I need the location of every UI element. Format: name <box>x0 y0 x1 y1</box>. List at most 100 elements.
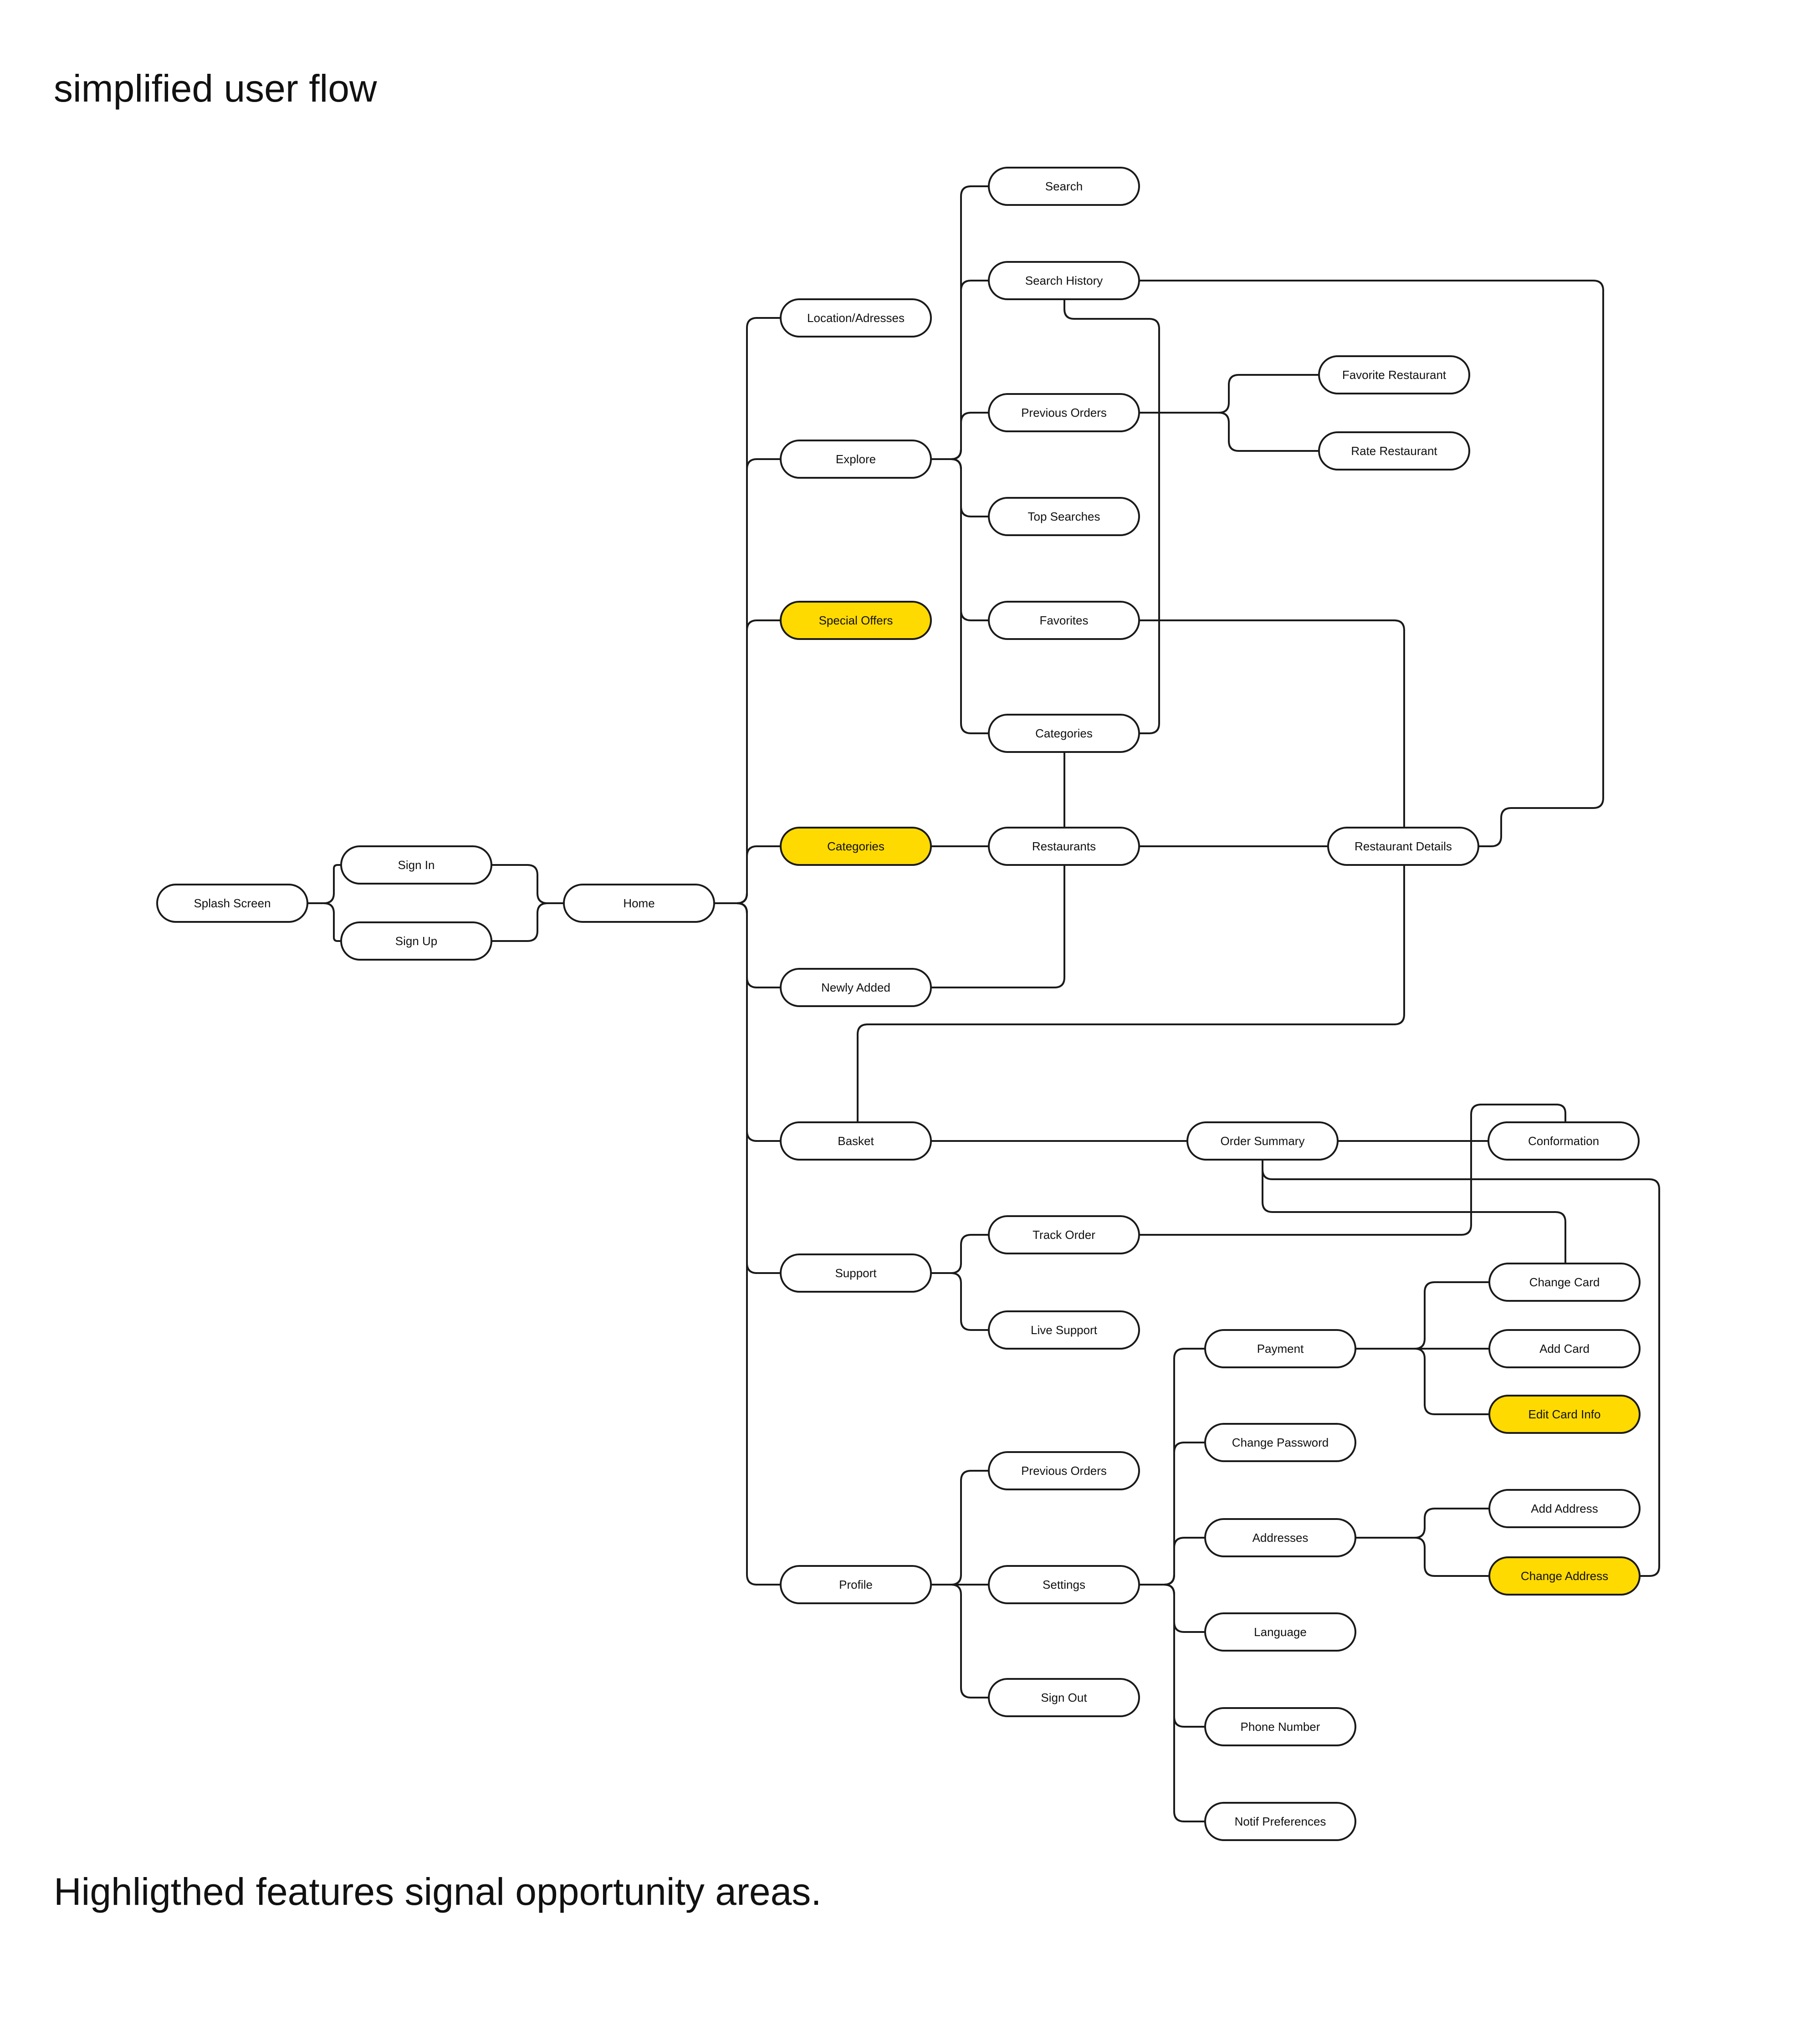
node-sign_out: Sign Out <box>988 1678 1140 1717</box>
node-label: Rate Restaurant <box>1351 444 1437 458</box>
node-pill <box>1204 1423 1356 1462</box>
node-label: Categories <box>827 839 884 853</box>
node-profile: Profile <box>780 1565 932 1604</box>
node-pill <box>1488 1263 1641 1302</box>
node-label: Support <box>835 1266 877 1280</box>
node-pill <box>340 921 492 961</box>
node-label: Restaurants <box>1032 839 1096 853</box>
node-label: Favorites <box>1040 614 1089 627</box>
edge-addresses-to-change_address <box>1355 1537 1490 1577</box>
node-pill <box>1488 1121 1640 1161</box>
edge-prev_orders_explore-to-fav_restaurant <box>1138 374 1320 414</box>
edge-splash-to-signup <box>307 902 342 942</box>
node-explore: Explore <box>780 440 932 479</box>
edge-settings-to-payment <box>1138 1348 1206 1586</box>
node-top_searches: Top Searches <box>988 497 1140 536</box>
node-label: Order Summary <box>1221 1134 1305 1148</box>
node-label: Basket <box>838 1134 874 1148</box>
node-label: Change Password <box>1232 1436 1329 1449</box>
node-pill <box>780 1121 932 1161</box>
node-label: Location/Adresses <box>807 311 905 325</box>
edge-explore-to-categories_explore <box>930 458 990 734</box>
node-payment: Payment <box>1204 1329 1356 1368</box>
node-label: Explore <box>836 452 876 466</box>
edge-settings-to-phone <box>1138 1584 1206 1728</box>
node-pill <box>988 1565 1140 1604</box>
node-pill <box>988 1215 1140 1254</box>
node-pill <box>1318 355 1470 394</box>
edge-prev_orders_explore-to-rate_restaurant <box>1138 412 1320 452</box>
node-fav_restaurant: Favorite Restaurant <box>1318 355 1470 394</box>
node-pill <box>563 884 715 923</box>
edge-newly-to-restaurants <box>930 864 1065 988</box>
edge-settings-to-change_password <box>1138 1442 1206 1586</box>
node-pill <box>340 845 492 885</box>
node-label: Profile <box>839 1578 873 1591</box>
node-label: Notif Preferences <box>1235 1815 1326 1828</box>
edge-profile-to-prev_orders_profile <box>930 1470 990 1586</box>
node-location: Location/Adresses <box>780 298 932 338</box>
node-label: Track Order <box>1033 1228 1095 1242</box>
node-rate_restaurant: Rate Restaurant <box>1318 431 1470 471</box>
edge-explore-to-search_history <box>930 280 990 460</box>
node-support: Support <box>780 1253 932 1293</box>
edge-order_summary-to-change_card <box>1262 1159 1566 1264</box>
edge-home-to-categories_home <box>713 845 782 904</box>
node-prev_orders_explore: Previous Orders <box>988 393 1140 432</box>
node-pill <box>988 393 1140 432</box>
node-label: Change Address <box>1521 1569 1608 1583</box>
node-pill <box>988 167 1140 206</box>
node-newly: Newly Added <box>780 968 932 1007</box>
node-label: Sign Up <box>395 934 438 948</box>
footnote: Highligthed features signal opportunity … <box>54 1870 822 1913</box>
node-pill <box>780 1253 932 1293</box>
node-label: Previous Orders <box>1021 406 1107 419</box>
node-splash: Splash Screen <box>156 884 308 923</box>
node-label: Phone Number <box>1241 1720 1320 1734</box>
edge-track_order-to-conformation <box>1138 1104 1566 1236</box>
node-settings: Settings <box>988 1565 1140 1604</box>
node-pill <box>988 1678 1140 1717</box>
node-categories_home: Categories <box>780 827 932 866</box>
node-edit_card: Edit Card Info <box>1488 1395 1641 1434</box>
node-label: Favorite Restaurant <box>1342 368 1447 382</box>
edge-splash-to-signin <box>307 864 342 904</box>
edge-home-to-profile <box>713 902 782 1586</box>
node-label: Sign Out <box>1041 1691 1087 1704</box>
node-home: Home <box>563 884 715 923</box>
edge-payment-to-change_card <box>1355 1281 1490 1350</box>
edge-settings-to-addresses <box>1138 1537 1206 1586</box>
node-pill <box>988 497 1140 536</box>
node-label: Change Card <box>1529 1275 1600 1289</box>
node-label: Live Support <box>1031 1323 1098 1337</box>
node-pill <box>1204 1329 1356 1368</box>
edge-search_history-to-categories_explore <box>1063 298 1160 734</box>
edge-explore-to-prev_orders_explore <box>930 412 990 460</box>
node-pill <box>780 1565 932 1604</box>
node-pill <box>780 298 932 338</box>
node-restaurants: Restaurants <box>988 827 1140 866</box>
node-label: Payment <box>1257 1342 1304 1356</box>
node-pill <box>988 1451 1140 1490</box>
edge-signin-to-home <box>491 864 565 904</box>
node-label: Home <box>623 896 654 910</box>
node-special: Special Offers <box>780 601 932 640</box>
node-pill <box>1204 1518 1356 1557</box>
edge-restaurant_details-to-basket <box>857 864 1405 1123</box>
edge-support-to-live_support <box>930 1272 990 1331</box>
edge-explore-to-search <box>930 185 990 460</box>
node-pill <box>780 968 932 1007</box>
node-pill <box>1488 1329 1641 1368</box>
node-pill <box>988 827 1140 866</box>
node-pill <box>988 261 1140 300</box>
node-label: Special Offers <box>819 614 893 627</box>
node-pill <box>780 827 932 866</box>
node-search: Search <box>988 167 1140 206</box>
node-add_address: Add Address <box>1488 1489 1641 1528</box>
node-pill <box>1204 1612 1356 1652</box>
node-pill <box>988 1310 1140 1350</box>
node-live_support: Live Support <box>988 1310 1140 1350</box>
node-notif: Notif Preferences <box>1204 1802 1356 1841</box>
edge-order_summary-to-change_address <box>1262 1159 1660 1577</box>
node-label: Settings <box>1043 1578 1085 1591</box>
